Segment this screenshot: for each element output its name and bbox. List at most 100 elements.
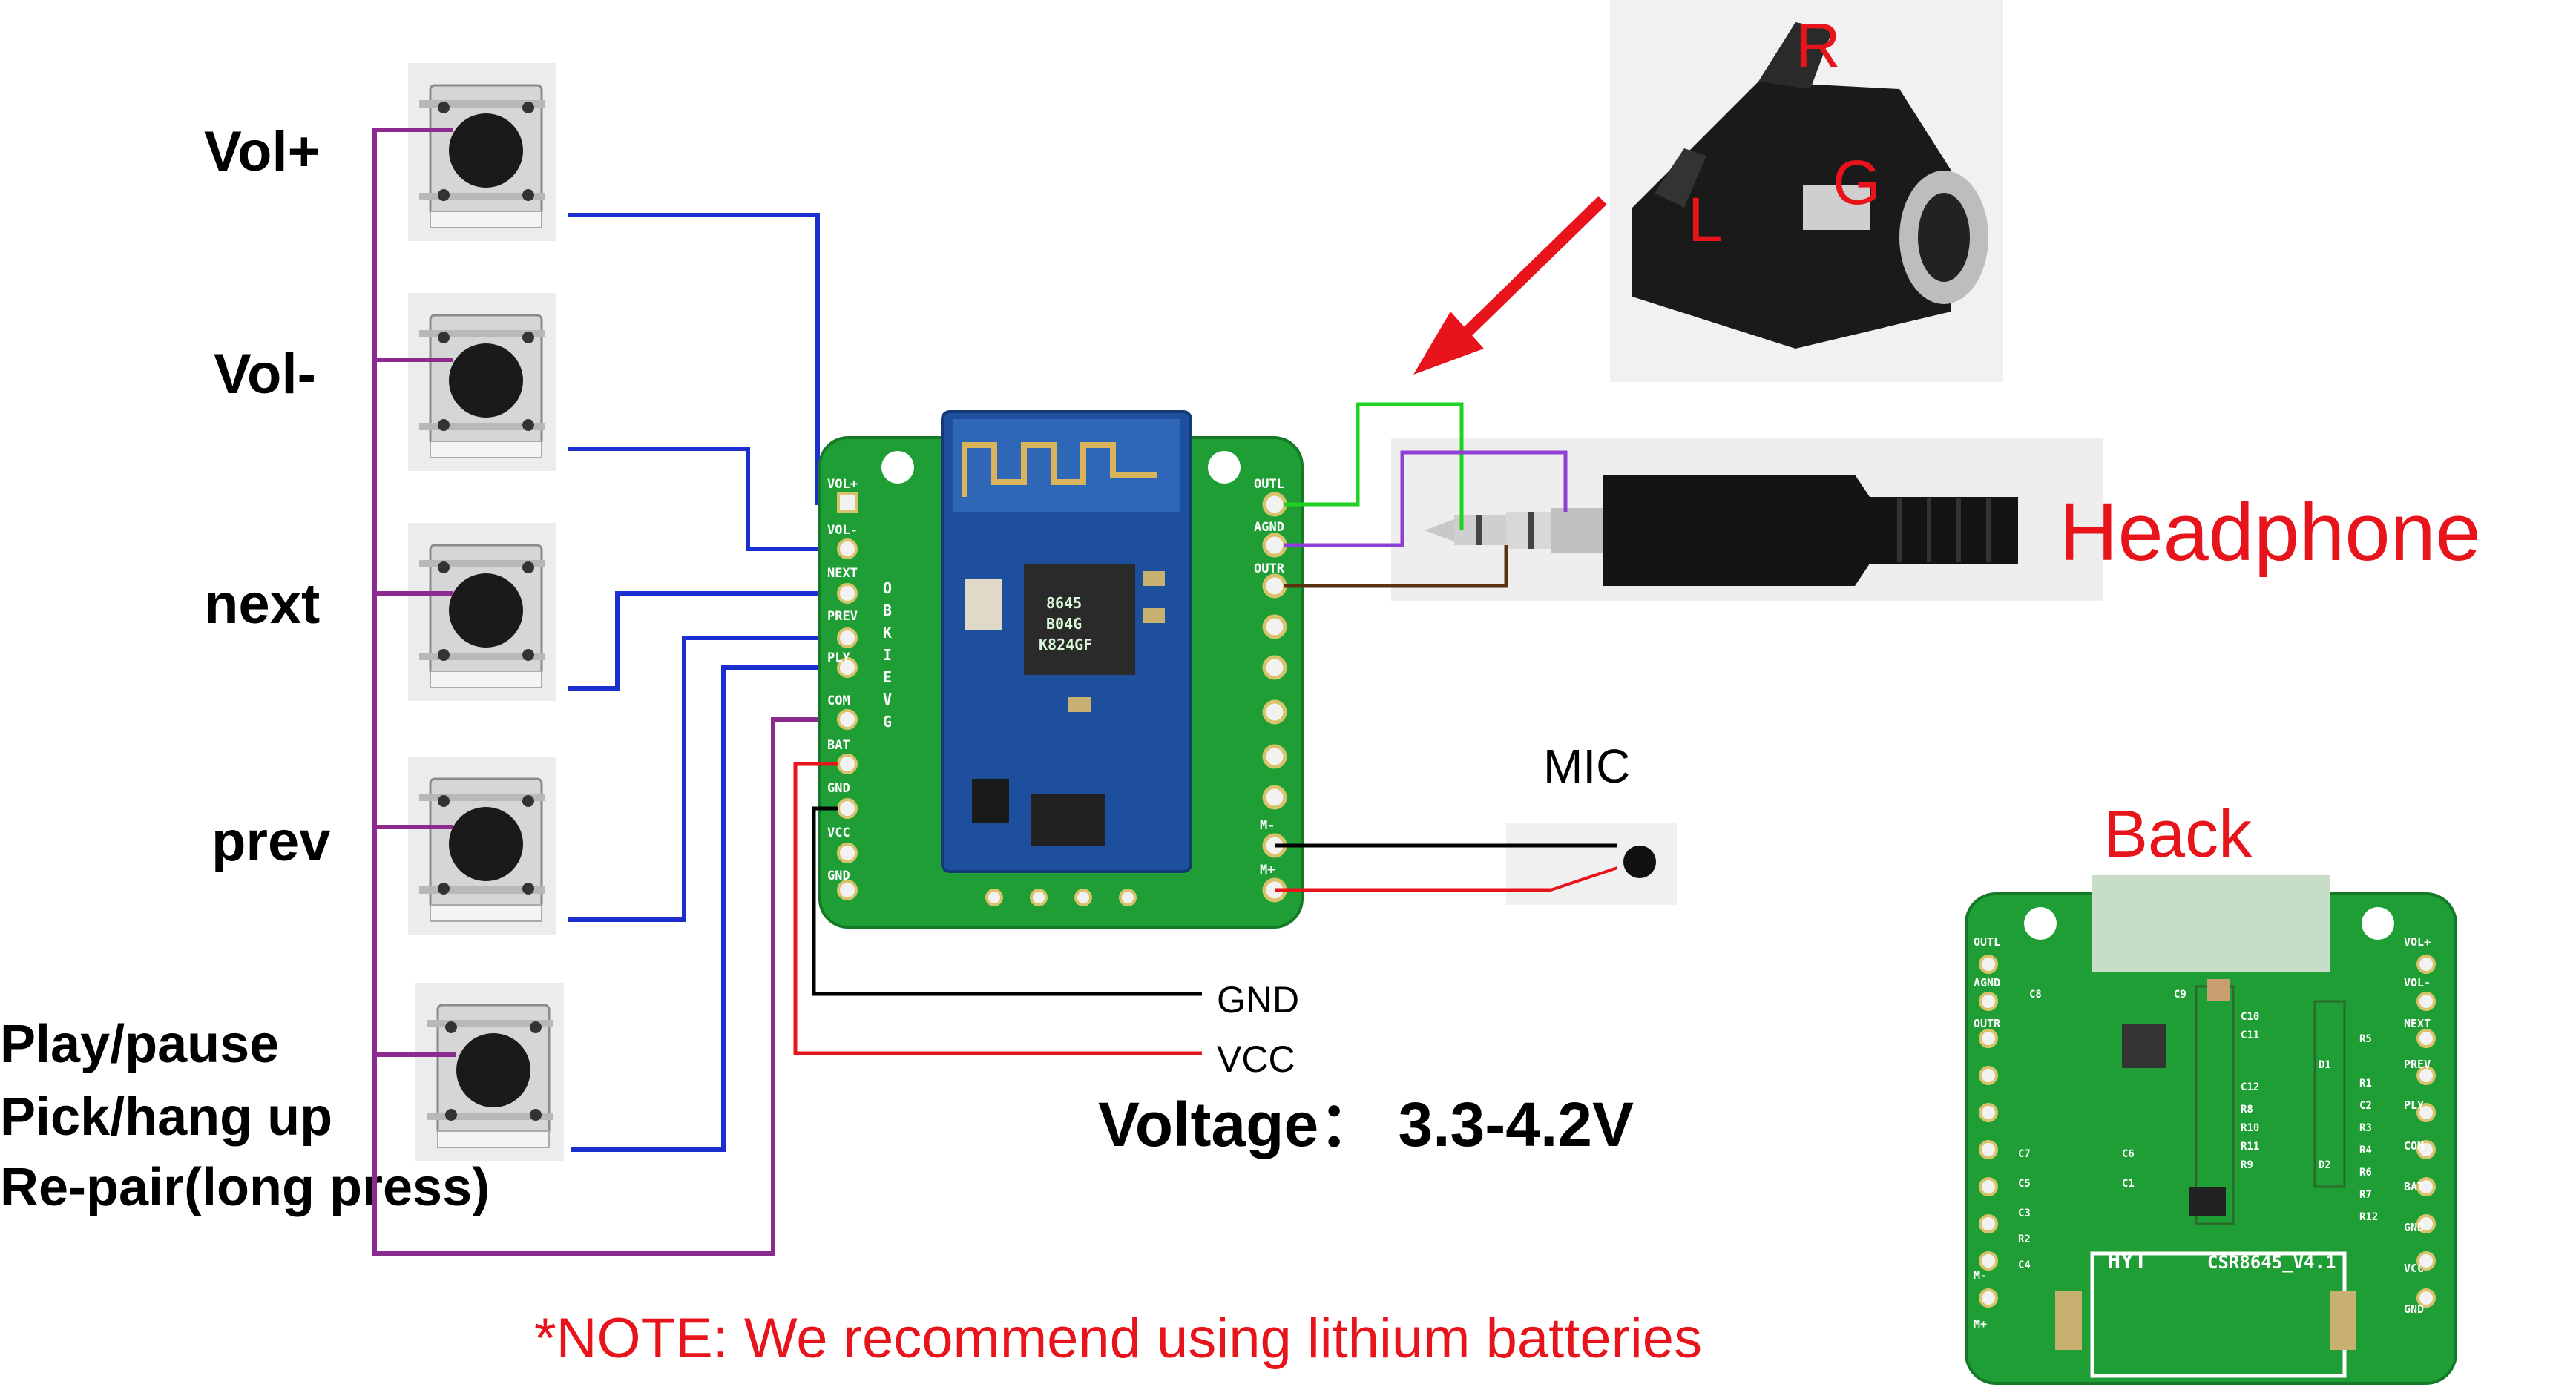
headphone-label: Headphone (2059, 487, 2481, 578)
back-comp-c2: C2 (2359, 1100, 2372, 1112)
back-comp-r6: R6 (2359, 1167, 2372, 1179)
jack-label-g: G (1833, 148, 1881, 217)
back-board: OUTL AGND OUTR M- M+ VOL+ VOL- NEXT PREV… (1965, 875, 2457, 1385)
voltage-label: Voltage： 3.3-4.2V (1098, 1090, 1634, 1159)
bluetooth-board: 8645 B04G K824GF VOL+ VOL- NEXT PREV PLY (818, 410, 1304, 929)
pin-prev: PREV (827, 609, 858, 624)
back-title: Back (2103, 797, 2253, 872)
back-pin-vol-plus: VOL+ (2404, 935, 2431, 949)
side-letter-o: O (883, 579, 892, 597)
back-pin-ply: PLY (2404, 1098, 2424, 1112)
chip-line-2: B04G (1046, 615, 1082, 633)
back-comp-r9: R9 (2241, 1159, 2253, 1171)
back-pin-m-plus: M+ (1974, 1317, 1987, 1331)
back-comp-r12: R12 (2359, 1211, 2378, 1223)
back-pin-bat: BAT (2404, 1180, 2424, 1193)
pin-m-minus: M- (1260, 818, 1275, 833)
back-marking-hyt: HYT (2107, 1248, 2147, 1274)
back-pin-m-minus: M- (1974, 1269, 1987, 1282)
side-letter-k: K (883, 624, 892, 642)
back-pin-vol-minus: VOL- (2404, 976, 2431, 989)
power-wires (793, 762, 1202, 1055)
pin-agnd: AGND (1254, 520, 1284, 535)
pick-hang-up-label: Pick/hang up (0, 1087, 332, 1147)
audio-wires (1284, 402, 1568, 588)
side-letter-v: V (883, 691, 892, 708)
back-comp-r4: R4 (2359, 1144, 2372, 1156)
back-pin-outr: OUTR (1974, 1017, 2001, 1030)
tact-switch-prev (408, 757, 556, 935)
headphone-plug (1391, 438, 2103, 601)
back-comp-c6: C6 (2122, 1148, 2135, 1160)
back-comp-r8: R8 (2241, 1104, 2253, 1116)
pin-ply: PLY (827, 650, 850, 665)
pin-vcc: VCC (827, 826, 850, 840)
gnd-label: GND (1217, 979, 1299, 1021)
back-pin-agnd: AGND (1974, 976, 2000, 989)
back-comp-r3: R3 (2359, 1122, 2372, 1134)
back-comp-r2: R2 (2018, 1233, 2031, 1245)
tact-switch-vol-plus (408, 63, 556, 241)
button-signal-wires (568, 213, 846, 1152)
next-label: next (204, 573, 320, 636)
back-comp-r10: R10 (2241, 1122, 2259, 1134)
pin-bat: BAT (827, 738, 850, 753)
pin-outr: OUTR (1254, 561, 1285, 576)
back-comp-r1: R1 (2359, 1078, 2372, 1090)
side-letter-e: E (883, 668, 892, 686)
back-comp-c7: C7 (2018, 1148, 2031, 1160)
side-letter-b: B (883, 602, 892, 619)
back-pin-gnd-2: GND (2404, 1302, 2424, 1316)
mic-label: MIC (1543, 739, 1630, 793)
back-comp-r11: R11 (2241, 1141, 2259, 1153)
microphone (1275, 823, 1677, 905)
pin-next: NEXT (827, 566, 858, 581)
chip-line-3: K824GF (1039, 636, 1092, 653)
chip-line-1: 8645 (1046, 594, 1082, 612)
pin-outl: OUTL (1254, 477, 1284, 492)
headphone-jack-socket (1610, 0, 2003, 382)
back-comp-r7: R7 (2359, 1189, 2372, 1201)
vol-minus-label: Vol- (214, 343, 316, 406)
back-comp-c3: C3 (2018, 1208, 2031, 1219)
back-pin-next: NEXT (2404, 1017, 2431, 1030)
back-marking-csr: CSR8645_V4.1 (2207, 1252, 2336, 1273)
back-comp-r5: R5 (2359, 1033, 2372, 1045)
back-comp-c5: C5 (2018, 1178, 2031, 1190)
back-comp-c9: C9 (2174, 989, 2186, 1001)
tact-switch-next (408, 523, 556, 701)
back-comp-c8: C8 (2029, 989, 2042, 1001)
tact-switch-play (415, 983, 564, 1161)
tact-switch-vol-minus (408, 293, 556, 471)
back-comp-c4: C4 (2018, 1259, 2031, 1271)
pin-com: COM (827, 694, 850, 708)
back-pin-outl: OUTL (1974, 935, 2000, 949)
vcc-label: VCC (1217, 1038, 1295, 1080)
back-comp-d1: D1 (2319, 1059, 2331, 1071)
back-comp-c12: C12 (2241, 1081, 2259, 1093)
pin-gnd-2: GND (827, 869, 850, 883)
back-comp-c1: C1 (2122, 1178, 2135, 1190)
play-pause-label: Play/pause (0, 1015, 279, 1074)
back-pin-gnd-1: GND (2404, 1221, 2424, 1234)
back-pin-vcc: VCC (2404, 1262, 2424, 1275)
back-comp-d2: D2 (2319, 1159, 2331, 1171)
pin-vol-plus: VOL+ (827, 477, 858, 492)
pin-vol-minus: VOL- (827, 523, 858, 538)
pointer-arrow (1413, 196, 1607, 375)
side-letter-i: I (883, 646, 892, 664)
common-wire (372, 128, 838, 1256)
pin-gnd-1: GND (827, 781, 850, 796)
back-comp-c10: C10 (2241, 1011, 2259, 1023)
pin-m-plus: M+ (1260, 863, 1275, 877)
side-letter-g: G (883, 713, 892, 731)
jack-label-l: L (1688, 185, 1723, 254)
back-pin-com: COM (2404, 1139, 2424, 1153)
note-text: *NOTE: We recommend using lithium batter… (534, 1307, 1702, 1370)
jack-label-r: R (1795, 10, 1841, 80)
prev-label: prev (211, 810, 331, 873)
vol-plus-label: Vol+ (204, 120, 321, 183)
re-pair-label: Re-pair(long press) (0, 1158, 490, 1217)
back-pin-prev: PREV (2404, 1058, 2431, 1071)
